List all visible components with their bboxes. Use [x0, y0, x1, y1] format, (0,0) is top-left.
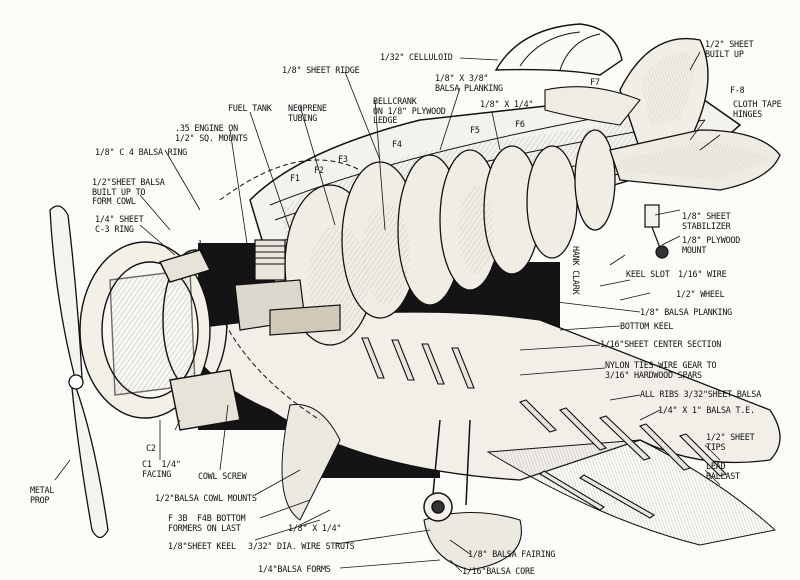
label-sheet-keel: 1/8"SHEET KEEL — [168, 541, 236, 551]
label-plywood-mount: 1/8" PLYWOOD MOUNT — [682, 235, 741, 255]
label-keel-slot: KEEL SLOT — [626, 269, 670, 279]
label-neoprene: NEOPRENE TUBING — [288, 103, 327, 123]
canopy-frame — [519, 31, 601, 71]
label-f5: F5 — [470, 125, 480, 135]
label-balsa-planking: 1/8" BALSA PLANKING — [640, 307, 733, 317]
cowling — [79, 241, 241, 431]
label-f8: F-8 — [730, 85, 745, 95]
label-engine: .35 ENGINE ON 1/2" SQ. MOUNTS — [175, 123, 248, 143]
label-f3b-f4b: F 3B F4B BOTTOM FORMERS ON LAST — [168, 513, 246, 533]
label-c3-ring: 1/4" SHEET C-3 RING — [95, 214, 144, 234]
label-center-section: 1/16"SHEET CENTER SECTION — [600, 339, 722, 349]
label-f4: F4 — [392, 139, 402, 149]
label-metal-prop: METAL PROP — [30, 485, 55, 505]
label-wheel: 1/2" WHEEL — [676, 289, 725, 299]
label-cloth-tape: CLOTH TAPE HINGES — [733, 99, 782, 119]
label-balsa-planking-38: 1/8" X 3/8" BALSA PLANKING — [435, 73, 503, 93]
stab-hatch — [620, 142, 768, 180]
wing-left-sheet — [281, 403, 341, 521]
cowl-path-2 — [219, 159, 361, 201]
fin-hatch — [640, 51, 694, 126]
label-bottom-keel: BOTTOM KEEL — [620, 321, 674, 331]
label-f2: F2 — [314, 165, 324, 175]
label-sheet-built-up: 1/2" SHEET BUILT UP — [705, 39, 754, 59]
label-all-ribs: ALL RIBS 3/32"SHEET BALSA — [640, 389, 762, 399]
label-balsa-core: 1/16"BALSA CORE — [462, 566, 535, 576]
landing-gear — [423, 419, 471, 522]
label-balsa-fairing: 1/8" BALSA FAIRING — [468, 549, 556, 559]
wing-ribs — [361, 337, 728, 519]
label-spar-14: 1/8" X 1/4" — [480, 99, 534, 109]
label-f6: F6 — [515, 119, 525, 129]
label-nylon-ties: NYLON TIES WIRE GEAR TO 3/16" HARDWOOD S… — [605, 360, 717, 380]
label-f1: F1 — [290, 173, 300, 183]
label-celluloid: 1/32" CELLULOID — [380, 52, 453, 62]
label-spar-14b: 1/8" X 1/4" — [288, 523, 342, 533]
leader-lines — [54, 51, 721, 573]
label-wire-struts: 3/32" DIA. WIRE STRUTS — [248, 541, 355, 551]
propeller — [49, 205, 109, 539]
label-sheet-tips: 1/2" SHEET TIPS — [706, 432, 755, 452]
label-balsa-forms: 1/4"BALSA FORMS — [258, 564, 331, 574]
label-c2: C2 — [146, 443, 156, 453]
label-cowl-mounts: 1/2"BALSA COWL MOUNTS — [155, 493, 257, 503]
label-c4-ring: 1/8" C 4 BALSA RING — [95, 147, 188, 157]
label-hank-clark: HANK CLARK — [571, 246, 581, 295]
label-f3: F3 — [338, 154, 348, 164]
label-lead-ballast: LEAD BALLAST — [706, 461, 740, 481]
label-cowl-screw: COWL SCREW — [198, 471, 247, 481]
tail-wheel — [644, 204, 669, 259]
label-te: 1/4" X 1" BALSA T.E. — [658, 405, 755, 415]
canopy — [494, 23, 623, 76]
label-sheet-ridge: 1/8" SHEET RIDGE — [282, 65, 360, 75]
fairing — [423, 511, 522, 571]
label-bellcrank: BELLCRANK ON 1/8" PLYWOOD LEDGE — [373, 96, 446, 126]
stab-left — [544, 86, 641, 126]
label-fuel-tank: FUEL TANK — [228, 103, 272, 113]
label-wire-116: 1/16" WIRE — [678, 269, 727, 279]
label-cowl-sheet: 1/2"SHEET BALSA BUILT UP TO FORM COWL — [92, 177, 165, 207]
label-stabilizer: 1/8" SHEET STABILIZER — [682, 211, 731, 231]
label-f7: F7 — [590, 77, 600, 87]
engine — [234, 239, 341, 336]
label-c1-facing: C1 1/4" FACING — [142, 459, 181, 479]
